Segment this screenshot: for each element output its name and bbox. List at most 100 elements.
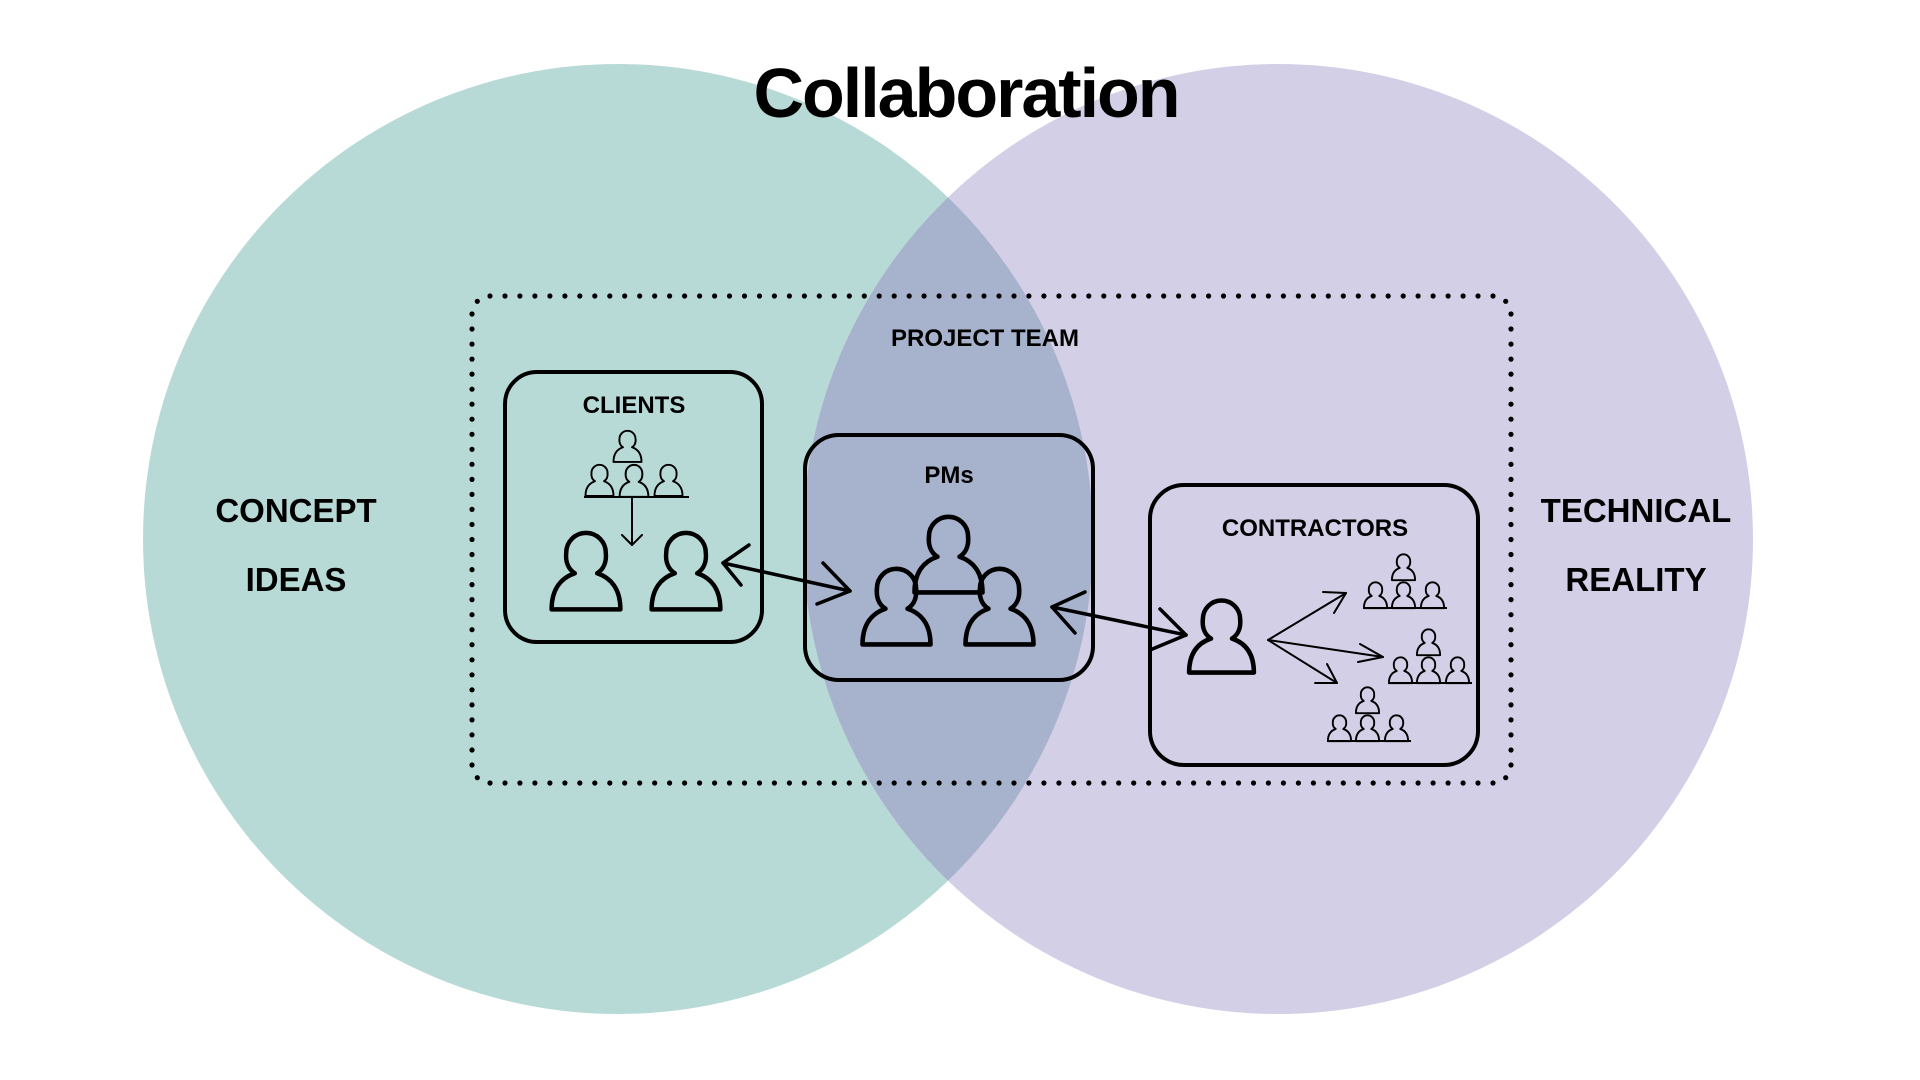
boundary-dot [697, 780, 703, 786]
boundary-dot [1475, 293, 1481, 299]
boundary-dot [607, 780, 613, 786]
subcontractor-group-icon [1362, 553, 1447, 610]
boundary-dot [1370, 293, 1376, 299]
boundary-dot [1385, 780, 1391, 786]
boundary-dot [469, 762, 475, 768]
boundary-dot [1116, 780, 1122, 786]
boundary-dot [712, 780, 718, 786]
boundary-dot [1280, 293, 1286, 299]
boundary-dot [469, 431, 475, 437]
boundary-dot [622, 293, 628, 299]
boundary-dot [1508, 672, 1514, 678]
contractors-box: CONTRACTORS [1148, 483, 1480, 767]
concept-ideas-circle [143, 64, 1093, 1014]
boundary-dot [469, 717, 475, 723]
boundary-dot [936, 293, 942, 299]
boundary-dot [1131, 780, 1137, 786]
boundary-dot [652, 293, 658, 299]
boundary-dot [469, 702, 475, 708]
contractor-fanout-arrows [1267, 591, 1384, 684]
boundary-dot [981, 780, 987, 786]
boundary-dot [771, 293, 778, 299]
boundary-dot [469, 597, 475, 603]
boundary-dot [469, 356, 475, 362]
boundary-dot [1508, 702, 1514, 708]
left-circle-label-line-1: CONCEPT [215, 492, 376, 529]
boundary-dot [726, 293, 733, 299]
boundary-dot [469, 476, 475, 482]
boundary-dot [502, 293, 508, 299]
boundary-dot [577, 780, 583, 786]
boundary-dot [622, 780, 628, 786]
boundary-dot [1415, 780, 1421, 786]
boundary-dot [469, 672, 475, 678]
left-circle-label-line-2: IDEAS [246, 561, 347, 598]
boundary-dot [861, 293, 867, 299]
boundary-dot [682, 780, 688, 786]
boundary-dot [1415, 293, 1421, 299]
boundary-dot [637, 293, 643, 299]
boundary-dot [876, 293, 882, 299]
boundary-dot [469, 491, 475, 497]
boundary-dot [1445, 293, 1451, 299]
boundary-dot [1508, 762, 1514, 768]
boundary-dot [1161, 780, 1167, 786]
boundary-dot [921, 780, 927, 786]
boundary-dot [1295, 780, 1301, 786]
boundary-dot [1116, 293, 1122, 299]
boundary-dot [726, 780, 733, 786]
boundary-dot [996, 780, 1002, 786]
boundary-dot [1235, 780, 1242, 786]
boundary-dot [547, 780, 553, 786]
boundary-dot [1508, 521, 1514, 528]
subcontractor-group-icon [1326, 686, 1411, 743]
boundary-dot [469, 341, 475, 347]
boundary-dot [816, 780, 822, 786]
boundary-dot [801, 293, 808, 299]
boundary-dot [1355, 780, 1361, 786]
clients-pms-arrow [721, 543, 852, 606]
boundary-dot [1146, 293, 1152, 299]
boundary-dot [682, 293, 688, 299]
boundary-dot [1041, 293, 1047, 299]
boundary-dot [1191, 780, 1197, 786]
boundary-dot [607, 293, 613, 299]
boundary-dot [469, 506, 475, 512]
boundary-dot [1370, 780, 1376, 786]
boundary-dot [1508, 582, 1514, 588]
boundary-dot [996, 293, 1002, 299]
boundary-dot [1325, 780, 1331, 786]
boundary-dot [1265, 780, 1271, 786]
boundary-dot [786, 780, 793, 786]
pms-label: PMs [924, 462, 973, 489]
boundary-dot [1206, 780, 1212, 786]
boundary-dot [906, 293, 912, 299]
boundary-dot [951, 293, 957, 299]
boundary-dot [474, 775, 480, 781]
boundary-dot [1508, 687, 1514, 693]
boundary-dot [1146, 780, 1152, 786]
boundary-dot [1508, 627, 1514, 633]
boundary-dot [891, 780, 897, 786]
boundary-dot [1508, 732, 1514, 738]
boundary-dot [1176, 293, 1182, 299]
boundary-dot [1490, 293, 1496, 299]
boundary-dot [1508, 461, 1514, 467]
boundary-dot [469, 386, 475, 392]
boundary-dot [1071, 780, 1077, 786]
boundary-dot [547, 293, 553, 299]
boundary-dot [469, 326, 475, 332]
right-circle-label-line-1: TECHNICAL [1541, 492, 1732, 529]
boundary-dot [469, 311, 475, 317]
subcontractor-group-icon [1387, 628, 1472, 685]
boundary-dot [1086, 780, 1092, 786]
boundary-dot [1508, 446, 1514, 452]
boundary-dot [1508, 371, 1514, 377]
clients-label: CLIENTS [583, 392, 686, 419]
boundary-dot [966, 780, 972, 786]
boundary-dot [846, 780, 852, 786]
boundary-dot [966, 293, 972, 299]
boundary-dot [1161, 293, 1167, 299]
boundary-dot [1176, 780, 1182, 786]
